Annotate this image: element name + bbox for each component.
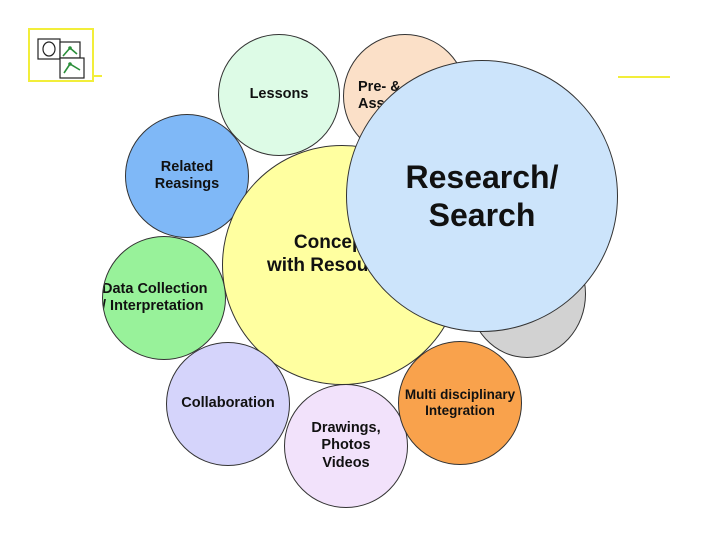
bubble-label: Research/ Search — [405, 159, 559, 233]
logo-icon — [28, 28, 94, 82]
bubble-label: Data Collection / Interpretation — [102, 280, 208, 314]
bubble-label: Collaboration — [181, 395, 275, 412]
bubble-label: Multi disciplinary Integration — [404, 386, 516, 418]
bubble-drawings: Drawings, Photos Videos — [284, 384, 408, 508]
bubble-lessons: Lessons — [218, 34, 340, 156]
header-line-left — [94, 75, 102, 77]
bubble-label: Lessons — [249, 86, 309, 103]
bubble-label: Drawings, Photos Videos — [311, 419, 381, 471]
bubble-related-readings: Related Reasings — [125, 114, 249, 238]
header-line-right — [618, 76, 670, 78]
bubble-data-collection: Data Collection / Interpretation — [102, 236, 226, 360]
bubble-label: Related Reasings — [154, 158, 220, 192]
bubble-research: Research/ Search — [346, 60, 618, 332]
bubble-multi-disciplinary: Multi disciplinary Integration — [398, 341, 522, 465]
bubble-collaboration: Collaboration — [166, 342, 290, 466]
